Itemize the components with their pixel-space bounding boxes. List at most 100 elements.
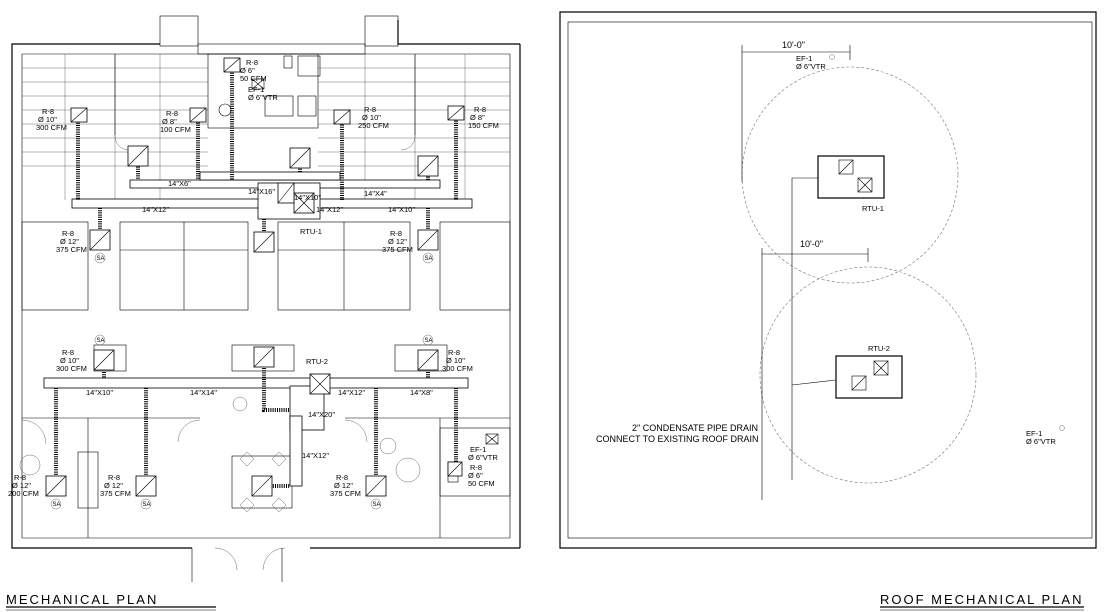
fixture (297, 95, 317, 117)
svg-text:Ø 10": Ø 10" (60, 356, 79, 365)
svg-text:14"X10": 14"X10" (388, 205, 415, 214)
fixture (283, 55, 293, 69)
diffuser (127, 145, 149, 167)
diffuser (365, 475, 387, 497)
svg-text:R-8: R-8 (390, 229, 402, 238)
svg-text:R-8: R-8 (14, 473, 26, 482)
svg-text:300 CFM: 300 CFM (36, 123, 67, 132)
exhaust-fan-icon (485, 433, 499, 445)
ceiling-grid-top (22, 54, 510, 200)
svg-text:Ø 10": Ø 10" (38, 115, 57, 124)
svg-text:R-8: R-8 (448, 348, 460, 357)
svg-text:R-8: R-8 (246, 58, 258, 67)
supply-air-tags: SA SA SA SA SA SA SA (50, 252, 434, 510)
exhaust-fan-icon (251, 78, 265, 90)
diffuser (135, 475, 157, 497)
svg-text:R-8: R-8 (470, 463, 482, 472)
svg-text:Ø 12": Ø 12" (12, 481, 31, 490)
diffuser (89, 229, 111, 251)
diffusers (45, 57, 465, 497)
svg-text:14"X10": 14"X10" (294, 193, 321, 202)
svg-text:R-8: R-8 (364, 105, 376, 114)
ef-1-size-2: Ø 6"VTR (1026, 437, 1056, 446)
svg-text:SA: SA (425, 256, 433, 262)
exhaust-fan-icon (829, 54, 835, 60)
exhaust-fan-icon (1059, 425, 1065, 431)
wall-stub (159, 15, 199, 47)
lower-partitions (22, 344, 510, 538)
svg-text:375 CFM: 375 CFM (330, 489, 361, 498)
svg-text:14"X4": 14"X4" (364, 189, 387, 198)
column (232, 396, 248, 412)
svg-text:14"X12": 14"X12" (316, 205, 343, 214)
svg-text:R-8: R-8 (336, 473, 348, 482)
wall-stub (364, 15, 399, 47)
svg-text:375 CFM: 375 CFM (382, 245, 413, 254)
svg-text:R-8: R-8 (62, 348, 74, 357)
diffuser (223, 57, 241, 73)
restroom (439, 427, 511, 497)
svg-text:R-8: R-8 (62, 229, 74, 238)
toilet (218, 103, 232, 117)
chair (239, 497, 255, 513)
roof-mechanical-plan: 10'-0" 10'-0" EF-1 Ø 6"VTR RTU-1 (559, 11, 1097, 611)
chair (379, 437, 397, 455)
door-swing (114, 134, 130, 151)
door-swing (21, 419, 47, 445)
svg-text:SA: SA (53, 502, 61, 508)
restroom (207, 53, 319, 129)
svg-text:14"X20": 14"X20" (308, 410, 335, 419)
diffuser (45, 475, 67, 497)
svg-text:375 CFM: 375 CFM (56, 245, 87, 254)
svg-text:Ø 6"VTR: Ø 6"VTR (468, 453, 498, 462)
supply-ducts (43, 171, 473, 487)
parapet (567, 21, 1093, 539)
svg-text:14"X6": 14"X6" (168, 179, 191, 188)
ef-1-size: Ø 6"VTR (796, 62, 826, 71)
dimension-mid: 10'-0" (761, 239, 869, 500)
diffuser (253, 231, 275, 253)
diffuser (447, 105, 465, 121)
fixture (264, 95, 294, 117)
exterior-wall (11, 43, 192, 549)
svg-text:50 CFM: 50 CFM (468, 479, 495, 488)
duct-size-labels: 14"X6" 14"X16" 14"X4" 14"X10" 14"X12" 14… (86, 179, 433, 460)
ef-1-label: EF-1 (796, 54, 812, 63)
svg-text:Ø 8": Ø 8" (470, 113, 485, 122)
rtu-1-clearance (741, 66, 959, 284)
diffuser (333, 109, 351, 125)
rtu-2-unit (835, 355, 903, 399)
svg-text:Ø 12": Ø 12" (60, 237, 79, 246)
door-swing (214, 547, 238, 571)
svg-text:SA: SA (97, 338, 105, 344)
svg-text:Ø 6"VTR: Ø 6"VTR (248, 93, 278, 102)
svg-text:Ø 6": Ø 6" (468, 471, 483, 480)
table (395, 457, 421, 483)
diffuser (417, 229, 439, 251)
rtu-2-label: RTU-2 (306, 357, 328, 366)
fixture (297, 55, 321, 77)
diffuser (70, 107, 88, 123)
wall-stub (197, 43, 366, 55)
svg-text:Ø 12": Ø 12" (388, 237, 407, 246)
door-swing (400, 134, 416, 151)
drain-note-line1: 2" CONDENSATE PIPE DRAIN (632, 423, 758, 433)
svg-text:10'-0": 10'-0" (800, 239, 823, 249)
condensate-drain-line (791, 379, 837, 386)
svg-text:14"X12": 14"X12" (338, 388, 365, 397)
svg-text:200 CFM: 200 CFM (8, 489, 39, 498)
svg-text:150 CFM: 150 CFM (468, 121, 499, 130)
svg-text:R-8: R-8 (474, 105, 486, 114)
svg-text:Ø 10": Ø 10" (446, 356, 465, 365)
svg-text:Ø 8": Ø 8" (162, 117, 177, 126)
dimension-top: 10'-0" (741, 40, 851, 182)
exterior-wall (397, 20, 520, 45)
diffuser (417, 349, 439, 371)
svg-text:300 CFM: 300 CFM (56, 364, 87, 373)
chair (239, 451, 255, 467)
diffuser (253, 346, 275, 368)
chair (271, 497, 287, 513)
roof-plan-title: ROOF MECHANICAL PLAN (880, 592, 1084, 607)
rtu-1-unit (817, 155, 885, 199)
